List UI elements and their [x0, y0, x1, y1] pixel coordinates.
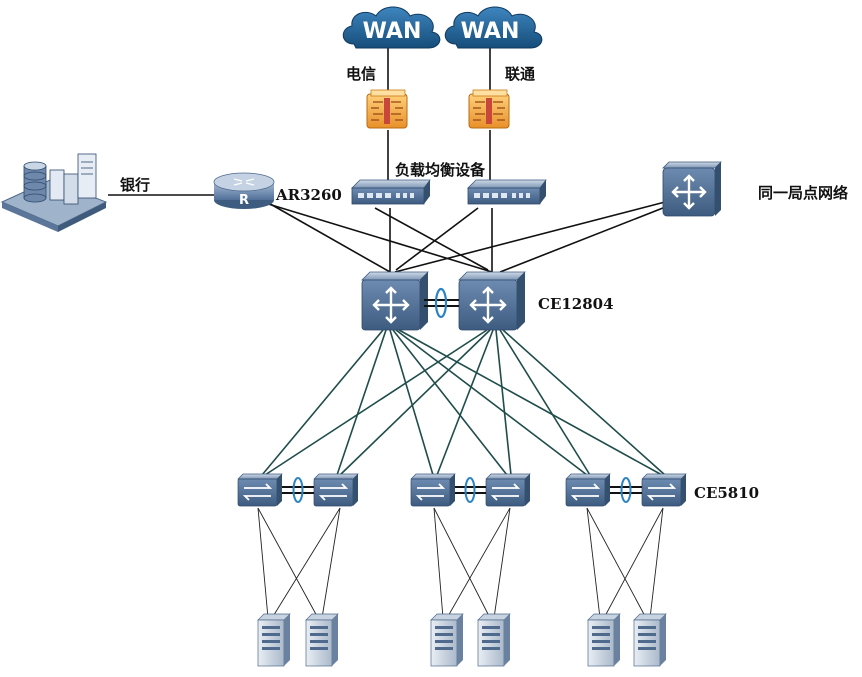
link-core1-a2 — [336, 329, 387, 476]
access-switch-icon — [641, 473, 687, 507]
core-switch-icon-left — [361, 271, 429, 331]
stack-ring-icon — [620, 477, 632, 503]
access-stack-link — [610, 477, 642, 503]
stack-ring-icon — [434, 287, 448, 319]
link-core1-a1 — [261, 329, 384, 476]
link-router-core-left — [257, 196, 391, 273]
access-switch-icon — [485, 473, 531, 507]
firewall-icon-right — [468, 89, 510, 129]
access-switch-model-label: CE5810 — [694, 484, 759, 502]
link-acc6-srv6 — [649, 507, 664, 619]
link-acc4-srv3 — [446, 507, 511, 619]
link-core2-a2 — [339, 329, 491, 476]
link-acc3-srv4 — [433, 507, 491, 619]
server-icon — [430, 613, 464, 667]
database-icon — [23, 161, 47, 203]
wan-label-right: WAN — [461, 19, 520, 44]
core-switch-model-label: CE12804 — [538, 295, 614, 313]
link-acc5-srv5 — [586, 507, 601, 619]
load-balancer-icon-left — [351, 179, 431, 205]
link-core1-a4 — [392, 329, 508, 476]
link-acc1-srv1 — [257, 507, 269, 619]
core-stack-link — [424, 287, 459, 319]
core-to-access-lines — [261, 329, 666, 476]
link-acc3-srv3 — [433, 507, 444, 619]
link-lb-left-core-right — [374, 207, 489, 271]
link-core2-a5 — [499, 329, 591, 476]
firewall-icon-left — [366, 89, 408, 129]
link-core1-a5 — [395, 329, 588, 476]
isp-label-unicom: 联通 — [505, 65, 535, 83]
wan-label-left: WAN — [363, 19, 422, 44]
access-switch-icon — [565, 473, 611, 507]
wan-cloud-icon-left: WAN — [342, 6, 441, 49]
access-to-server-lines — [257, 507, 664, 619]
server-icon — [587, 613, 621, 667]
access-stack-link — [455, 477, 486, 503]
link-core2-a3 — [436, 329, 494, 476]
load-balancer-label: 负载均衡设备 — [395, 161, 486, 179]
link-core2-a1 — [264, 329, 488, 476]
link-core1-a3 — [389, 329, 434, 476]
link-core1-a6 — [398, 329, 663, 476]
link-site-core-left — [394, 201, 666, 273]
access-switch-icon — [237, 473, 283, 507]
load-balancer-icon-right — [467, 179, 547, 205]
bank-label: 银行 — [120, 176, 150, 194]
same-site-label: 同一局点网络 — [758, 184, 848, 202]
link-acc6-srv5 — [603, 507, 664, 619]
server-icon — [305, 613, 339, 667]
wan-cloud-icon-right: WAN — [444, 6, 543, 49]
router-model-label: AR3260 — [275, 186, 342, 204]
bank-datacenter-icon — [0, 153, 108, 232]
link-acc2-srv1 — [271, 507, 341, 619]
access-switch-icon — [410, 473, 456, 507]
core-switch-icon-right — [458, 271, 526, 331]
link-core2-a4 — [495, 329, 512, 476]
link-acc2-srv2 — [321, 507, 341, 619]
stack-ring-icon — [292, 477, 304, 503]
link-acc5-srv6 — [586, 507, 647, 619]
link-acc4-srv4 — [493, 507, 511, 619]
server-icon — [257, 613, 291, 667]
link-lb-right-core-left — [395, 207, 479, 271]
access-stack-link — [282, 477, 314, 503]
server-icon — [477, 613, 511, 667]
link-site-core-right — [499, 205, 669, 273]
isp-label-telecom: 电信 — [346, 65, 376, 83]
uplink-lines — [108, 46, 669, 273]
stack-ring-icon — [464, 477, 476, 503]
router-icon: R — [213, 172, 275, 209]
access-switch-icon — [313, 473, 359, 507]
same-site-switch-icon — [662, 161, 722, 217]
link-core2-a6 — [502, 329, 666, 476]
link-acc1-srv2 — [257, 507, 319, 619]
server-icon — [633, 613, 667, 667]
svg-text:R: R — [239, 193, 249, 208]
link-router-core-right — [264, 202, 493, 273]
